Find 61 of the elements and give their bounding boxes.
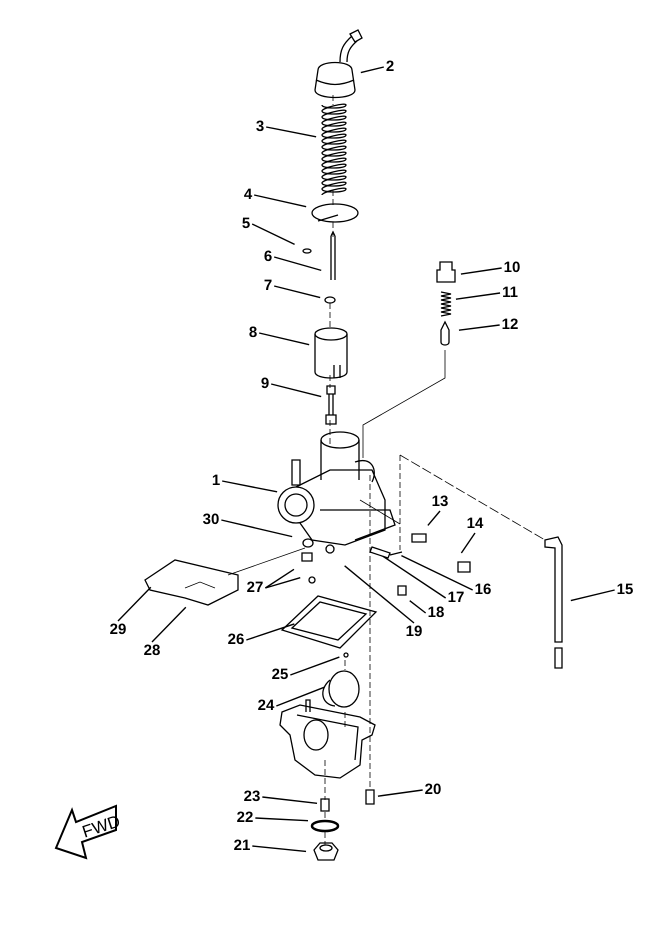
callout-number: 24 (258, 698, 274, 714)
leader-line (460, 267, 502, 275)
leader-line (276, 686, 325, 707)
callout-number: 6 (264, 249, 272, 265)
leader-line (254, 194, 306, 208)
leader-line (252, 845, 306, 852)
callout-number: 23 (244, 789, 260, 805)
leader-line (274, 285, 320, 298)
leader-line (266, 126, 316, 138)
leader-line (290, 656, 340, 676)
callout-number: 15 (616, 582, 634, 598)
leader-line (255, 817, 308, 822)
leader-line (252, 223, 295, 246)
callout-number: 18 (428, 605, 444, 621)
callout-number: 14 (466, 516, 484, 532)
callout-number: 21 (234, 838, 250, 854)
callout-number: 8 (248, 325, 258, 341)
callout-number: 11 (502, 285, 518, 301)
leader-line (360, 66, 384, 74)
leader-line (271, 383, 322, 398)
leader-line (259, 332, 310, 346)
leader-line (264, 568, 294, 589)
leader-line (570, 589, 615, 602)
callout-number: 25 (272, 667, 288, 683)
leader-line (152, 606, 186, 642)
callout-number: 17 (448, 590, 464, 606)
leader-line (427, 510, 441, 526)
callout-number: 9 (260, 376, 270, 392)
callout-number: 5 (242, 216, 250, 232)
callout-number: 29 (110, 622, 126, 638)
leader-line (401, 554, 473, 591)
callout-number: 16 (474, 582, 492, 598)
callout-number: 10 (504, 260, 520, 276)
leader-line (222, 480, 278, 493)
callout-number: 19 (406, 624, 422, 640)
leader-line (118, 586, 152, 622)
leader-line (409, 600, 426, 614)
leader-line (246, 623, 295, 641)
leader-line (382, 556, 446, 599)
callout-number: 13 (432, 494, 448, 510)
callout-number: 12 (502, 317, 518, 333)
leader-line (344, 565, 414, 624)
callout-number: 3 (256, 119, 264, 135)
leader-line (265, 577, 300, 589)
callout-number: 4 (244, 187, 252, 203)
leader-line (221, 519, 292, 538)
callout-number: 2 (386, 59, 394, 75)
callout-number: 20 (424, 782, 442, 798)
leader-line (378, 789, 423, 797)
callout-number: 30 (202, 512, 220, 528)
callout-number: 22 (236, 810, 254, 826)
leader-line (274, 256, 322, 272)
leader-line (460, 532, 476, 554)
callout-number: 7 (264, 278, 272, 294)
callout-number: 1 (212, 473, 220, 489)
callout-number: 26 (228, 632, 244, 648)
leader-line (456, 292, 500, 300)
leader-line (262, 796, 318, 804)
leader-line (458, 324, 500, 331)
callout-number: 28 (144, 643, 160, 659)
callout-number: 27 (246, 580, 264, 596)
